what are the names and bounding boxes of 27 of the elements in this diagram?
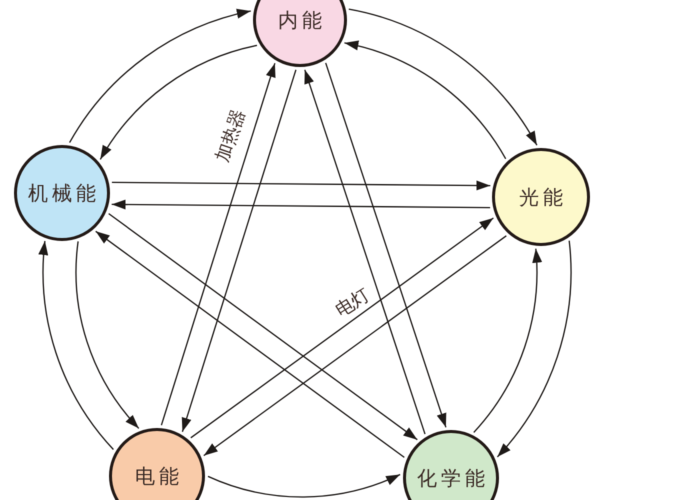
node-label: 内能 xyxy=(278,9,326,31)
energy-circle xyxy=(403,430,499,500)
node-label: 机械能 xyxy=(28,182,100,204)
energy-circle xyxy=(109,428,205,500)
arrow xyxy=(496,240,572,458)
arrow xyxy=(112,200,490,210)
arrow xyxy=(304,70,426,434)
arrow xyxy=(160,63,276,426)
arrow xyxy=(75,241,140,429)
arrow xyxy=(69,10,251,143)
arrow xyxy=(344,41,506,160)
energy-circle xyxy=(253,0,347,67)
arrow xyxy=(348,8,538,146)
arrow xyxy=(203,235,507,456)
arrow xyxy=(190,217,494,438)
node-label: 光能 xyxy=(519,186,567,208)
node-label: 电能 xyxy=(135,465,183,487)
arrow xyxy=(108,213,418,440)
arrow xyxy=(100,44,258,160)
arrow xyxy=(208,474,400,498)
arrow xyxy=(95,230,405,458)
arrow xyxy=(182,70,297,432)
node-label: 化学能 xyxy=(417,467,489,489)
arrow xyxy=(112,180,490,190)
arrow xyxy=(473,248,542,433)
arrow xyxy=(325,62,447,428)
arrow xyxy=(39,240,114,450)
